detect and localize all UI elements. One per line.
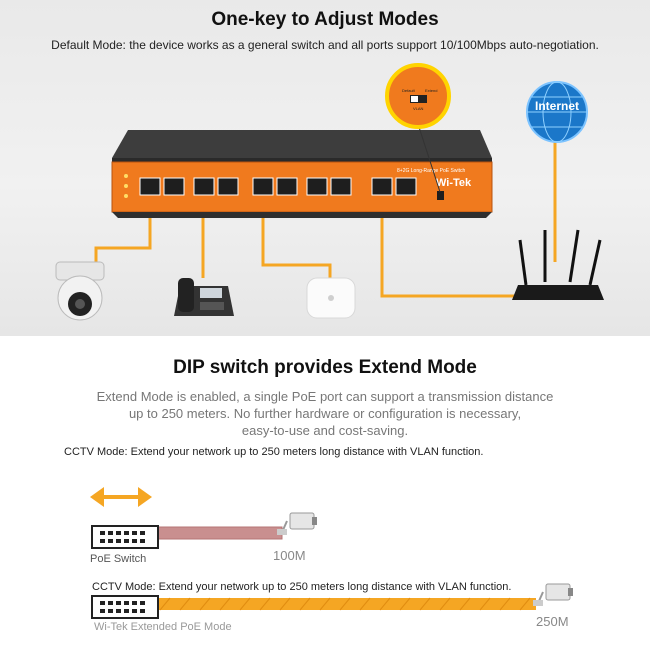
port-1 bbox=[139, 177, 161, 196]
section-subtitle: Default Mode: the device works as a gene… bbox=[51, 38, 599, 52]
extend-paragraph-line-2: up to 250 meters. No further hardware or… bbox=[128, 406, 522, 421]
uplink-port-2 bbox=[395, 177, 417, 196]
distance-250m-label: 250M bbox=[536, 614, 569, 629]
access-point-icon bbox=[306, 277, 356, 319]
cable-access-point bbox=[261, 195, 332, 278]
port-2 bbox=[163, 177, 185, 196]
internet-globe-icon: Internet bbox=[526, 81, 588, 143]
cable-250m bbox=[158, 598, 536, 610]
port-4 bbox=[217, 177, 239, 196]
port-7 bbox=[306, 177, 328, 196]
port-8 bbox=[330, 177, 352, 196]
extend-mode-title: DIP switch provides Extend Mode bbox=[173, 357, 477, 378]
cctv-mode-note-1: CCTV Mode: Extend your network up to 250… bbox=[64, 446, 484, 458]
default-mode-section: One-key to Adjust Modes Default Mode: th… bbox=[0, 0, 650, 336]
ip-phone-icon bbox=[174, 278, 234, 316]
extended-poe-switch-icon bbox=[91, 595, 159, 619]
poe-switch-icon bbox=[91, 525, 159, 549]
extend-paragraph-line-3: easy-to-use and cost-saving. bbox=[241, 423, 409, 438]
security-camera-icon bbox=[277, 512, 317, 535]
poe-switch-label: PoE Switch bbox=[90, 553, 147, 565]
cable-100m bbox=[158, 527, 282, 539]
distance-100m-label: 100M bbox=[273, 548, 306, 563]
svg-text:Extend: Extend bbox=[425, 88, 437, 93]
double-arrow-icon bbox=[90, 487, 152, 507]
internet-label: Internet bbox=[535, 99, 579, 113]
ptz-camera-icon bbox=[55, 261, 105, 321]
svg-text:VLAN: VLAN bbox=[413, 106, 424, 111]
extended-mode-label: Wi-Tek Extended PoE Mode bbox=[94, 621, 232, 633]
port-5 bbox=[252, 177, 274, 196]
cable-250m-texture bbox=[159, 597, 531, 611]
extend-paragraph-line-1: Extend Mode is enabled, a single PoE por… bbox=[96, 389, 554, 404]
switch-model-label: 8+2G Long-Range PoE Switch bbox=[397, 168, 465, 174]
router-icon bbox=[512, 229, 604, 300]
poe-switch: 8+2G Long-Range PoE Switch Wi-Tek bbox=[111, 130, 493, 218]
brand-logo-text: Wi-Tek bbox=[436, 177, 472, 189]
cable-camera bbox=[94, 195, 152, 262]
dip-switch bbox=[437, 191, 444, 200]
port-6 bbox=[276, 177, 298, 196]
uplink-port-1 bbox=[371, 177, 393, 196]
svg-text:Default: Default bbox=[402, 88, 416, 93]
port-3 bbox=[193, 177, 215, 196]
cctv-mode-note-2: CCTV Mode: Extend your network up to 250… bbox=[92, 581, 512, 593]
security-camera-icon bbox=[533, 583, 573, 606]
cable-router bbox=[380, 195, 522, 298]
dip-switch-zoom: Default Extend VLAN bbox=[385, 63, 451, 193]
network-diagram: 8+2G Long-Range PoE Switch Wi-Tek Defaul… bbox=[55, 63, 604, 321]
section-title: One-key to Adjust Modes bbox=[211, 9, 439, 30]
